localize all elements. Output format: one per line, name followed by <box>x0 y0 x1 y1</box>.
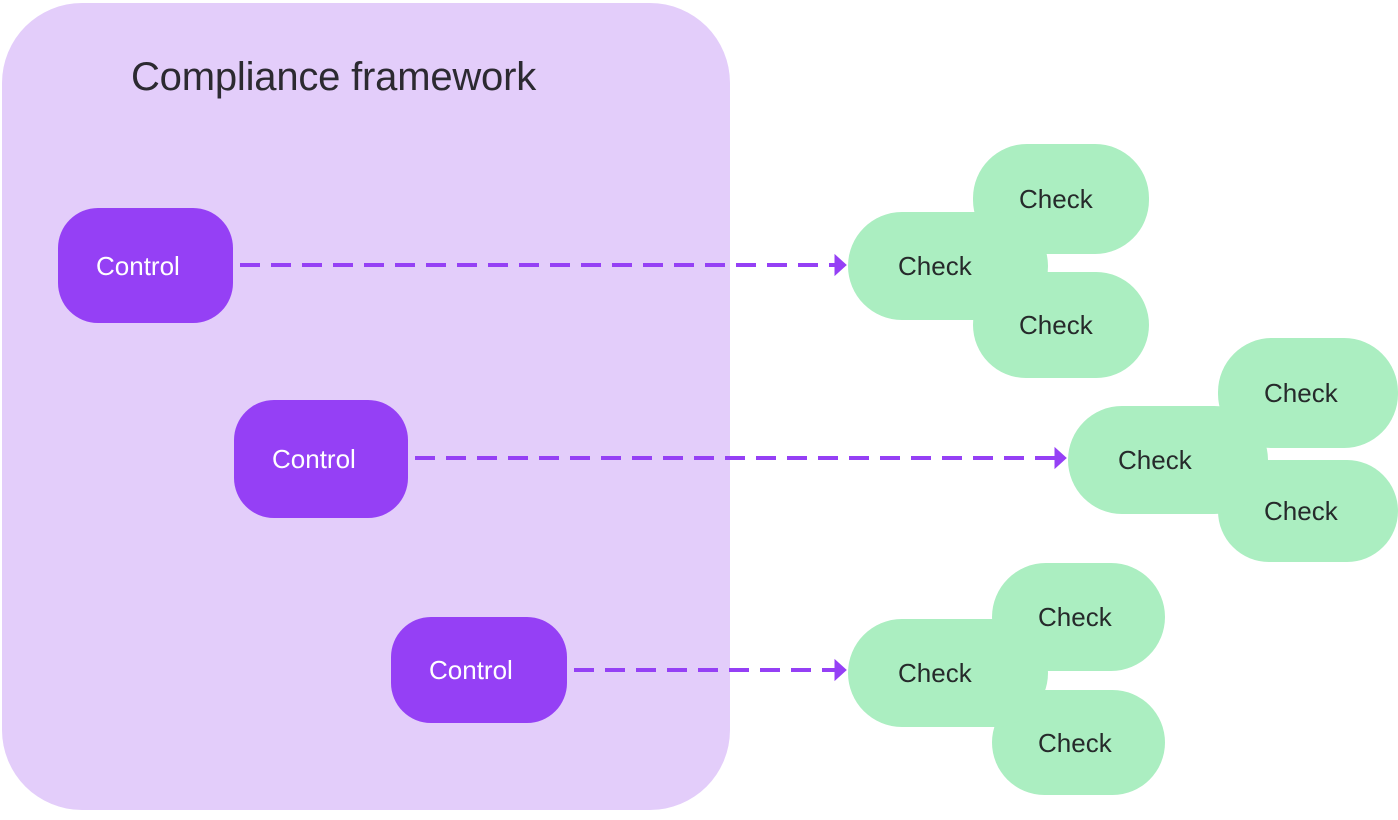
check-node-label: Check <box>1264 378 1338 408</box>
check-node-primary[interactable]: Check <box>1068 406 1268 514</box>
check-node-label: Check <box>1038 727 1112 758</box>
check-node-label: Check <box>1019 184 1093 214</box>
control-node-label: Control <box>429 655 513 685</box>
check-node-primary[interactable]: Check <box>848 619 1048 727</box>
control-node[interactable]: Control <box>234 400 408 518</box>
check-node-label: Check <box>898 658 972 688</box>
check-node-label: Check <box>898 251 972 281</box>
check-node-label: Check <box>1264 496 1338 526</box>
page-title: Compliance framework <box>131 55 537 99</box>
control-node-label: Control <box>96 250 180 281</box>
check-node-label: Check <box>1019 310 1093 340</box>
check-node-label: Check <box>1118 445 1192 475</box>
check-node-primary[interactable]: Check <box>848 212 1048 320</box>
control-node[interactable]: Control <box>391 617 567 723</box>
control-node-label: Control <box>272 444 356 474</box>
control-node[interactable]: Control <box>58 208 233 323</box>
check-node-label: Check <box>1038 602 1112 632</box>
